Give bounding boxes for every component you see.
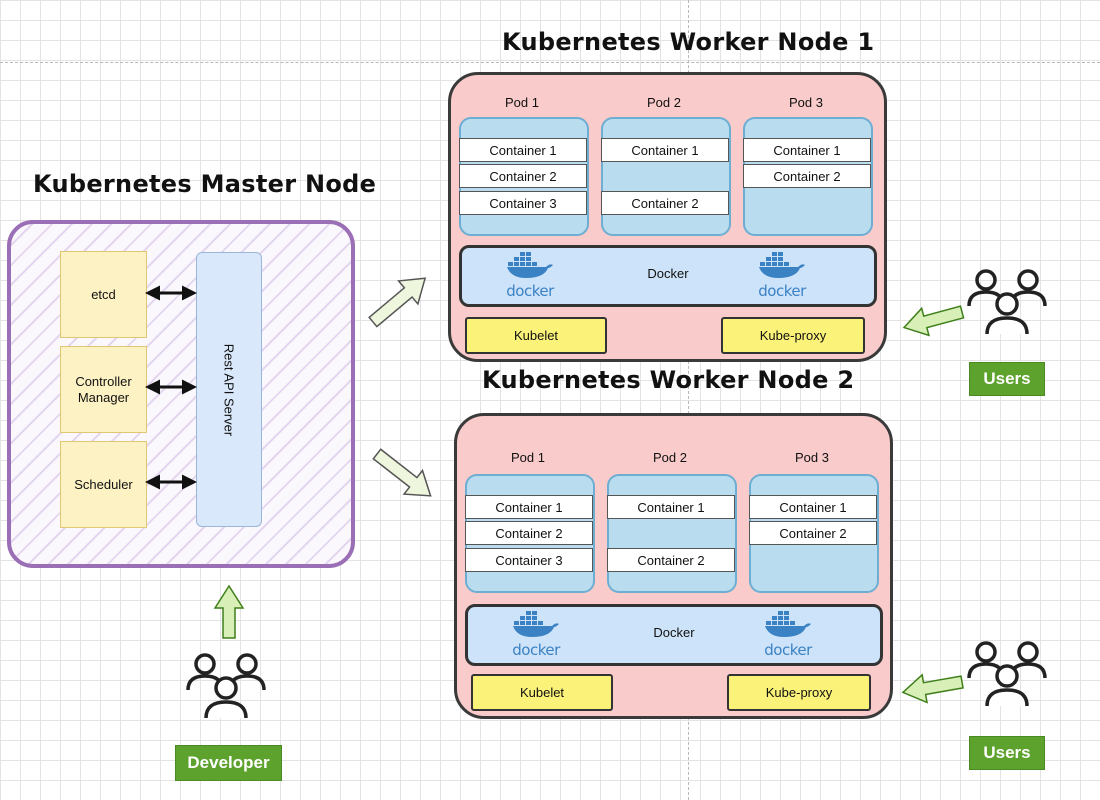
kubelet-box[interactable]: Kubelet [471,674,613,711]
controller-manager-box[interactable]: Controller Manager [60,346,147,433]
docker-logo-text: docker [506,282,554,300]
scheduler-box[interactable]: Scheduler [60,441,147,528]
pod-2[interactable]: Container 1 Container 2 [601,117,731,236]
worker1-title: Kubernetes Worker Node 1 [502,28,875,56]
container-box[interactable]: Container 1 [743,138,871,162]
user-group-icon [186,653,266,719]
pod-label: Pod 1 [511,450,545,465]
container-box[interactable]: Container 2 [465,521,593,545]
docker-whale-icon [513,611,559,637]
docker-logo-text: docker [512,641,560,659]
docker-logo: docker [758,609,818,659]
container-box[interactable]: Container 1 [465,495,593,519]
pod-label: Pod 2 [647,95,681,110]
container-box[interactable]: Container 2 [749,521,877,545]
guide-line-vertical [688,0,689,800]
docker-whale-icon [507,252,553,278]
docker-logo-text: docker [758,282,806,300]
pod-label: Pod 1 [505,95,539,110]
container-box[interactable]: Container 2 [607,548,735,572]
docker-runtime: Docker docker docker [465,604,883,666]
sketch-arrow-icon [902,305,965,337]
user-group-icon [967,641,1047,707]
worker2-title: Kubernetes Worker Node 2 [482,366,855,394]
container-box[interactable]: Container 3 [465,548,593,572]
worker-node-1: Pod 1 Pod 2 Pod 3 Container 1 Container … [448,72,887,362]
docker-logo-text: docker [764,641,812,659]
pod-1[interactable]: Container 1 Container 2 Container 3 [465,474,595,593]
pod-label: Pod 3 [795,450,829,465]
container-box[interactable]: Container 1 [459,138,587,162]
guide-line-horizontal [0,62,1100,63]
container-box[interactable]: Container 1 [607,495,735,519]
kubelet-box[interactable]: Kubelet [465,317,607,354]
container-box[interactable]: Container 2 [743,164,871,188]
sketch-arrow-icon [901,673,964,704]
container-box[interactable]: Container 2 [601,191,729,215]
container-box[interactable]: Container 2 [459,164,587,188]
sketch-arrow-icon [372,448,432,497]
docker-logo: docker [752,250,812,300]
container-box[interactable]: Container 1 [749,495,877,519]
pod-2[interactable]: Container 1 Container 2 [607,474,737,593]
worker-node-2: Pod 1 Pod 2 Pod 3 Container 1 Container … [454,413,893,719]
kube-proxy-box[interactable]: Kube-proxy [727,674,871,711]
container-box[interactable]: Container 3 [459,191,587,215]
developer-label[interactable]: Developer [175,745,282,781]
pod-label: Pod 2 [653,450,687,465]
sketch-arrow-icon [213,584,245,639]
docker-label: Docker [647,266,689,281]
kube-proxy-box[interactable]: Kube-proxy [721,317,865,354]
pod-label: Pod 3 [789,95,823,110]
docker-logo: docker [506,609,566,659]
docker-runtime: Docker docker docker [459,245,877,307]
docker-label: Docker [653,625,695,640]
pod-3[interactable]: Container 1 Container 2 [749,474,879,593]
docker-whale-icon [765,611,811,637]
pod-3[interactable]: Container 1 Container 2 [743,117,873,236]
sketch-arrow-icon [368,277,427,328]
container-box[interactable]: Container 1 [601,138,729,162]
master-title: Kubernetes Master Node [33,170,377,198]
docker-logo: docker [500,250,560,300]
etcd-box[interactable]: etcd [60,251,147,338]
users-label[interactable]: Users [969,736,1045,770]
pod-1[interactable]: Container 1 Container 2 Container 3 [459,117,589,236]
users-label[interactable]: Users [969,362,1045,396]
user-group-icon [967,269,1047,335]
docker-whale-icon [759,252,805,278]
